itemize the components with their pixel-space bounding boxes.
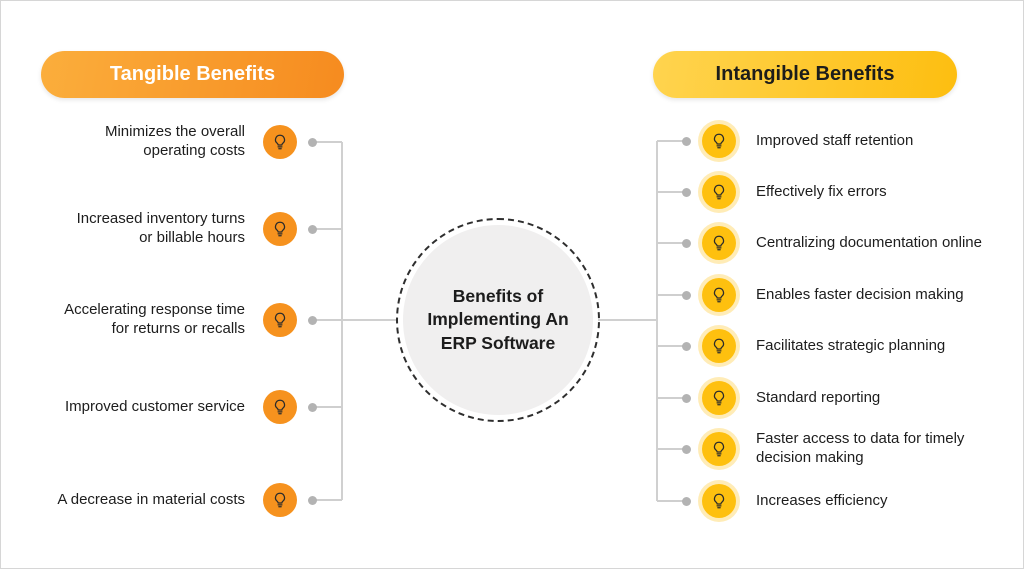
tangible-benefit-row: Accelerating response time for returns o… [41,300,342,340]
connector-segment [657,242,687,244]
lightbulb-icon [702,175,736,209]
tangible-benefits-header: Tangible Benefits [41,51,344,98]
intangible-benefit-row: Centralizing documentation online [657,223,1017,263]
benefit-label: Accelerating response time for returns o… [64,301,245,337]
connector-line [657,496,691,506]
center-title: Benefits of Implementing An ERP Software [427,285,569,353]
benefit-label: Improved customer service [64,397,245,415]
intangible-benefits-header-label: Intangible Benefits [715,63,895,85]
benefit-label: Effectively fix errors [756,182,887,200]
lightbulb-icon [702,278,736,312]
benefit-label: Increases efficiency [756,491,888,509]
benefit-label: Faster access to data for timely decisio… [756,430,965,466]
benefit-label: Improved staff retention [756,131,914,149]
connector-line [308,315,342,325]
lightbulb-icon [263,303,297,337]
connector-dot [682,496,691,506]
connector-line [657,136,691,146]
benefit-label: Facilitates strategic planning [756,336,946,354]
connector-dot [682,136,691,146]
intangible-benefit-row: Standard reporting [657,378,1017,418]
connector-line [657,238,691,248]
benefit-label: Standard reporting [756,388,881,406]
lightbulb-icon [702,226,736,260]
tangible-benefit-row: Minimizes the overall operating costs [41,122,342,162]
lightbulb-icon [702,124,736,158]
connector-segment [312,499,342,501]
tangible-benefit-row: Improved customer service [41,387,342,427]
benefit-label: Enables faster decision making [756,285,964,303]
connector-line [657,187,691,197]
connector-dot [308,315,317,325]
connector-segment [312,228,342,230]
connector-segment [312,141,342,143]
lightbulb-icon [263,483,297,517]
connector-segment [657,448,687,450]
intangible-benefit-row: Improved staff retention [657,121,1017,161]
tangible-benefit-row: Increased inventory turns or billable ho… [41,209,342,249]
connector-dot [682,290,691,300]
benefit-label: A decrease in material costs [57,490,245,508]
connector-line [657,290,691,300]
lightbulb-icon [702,381,736,415]
connector-segment [312,406,342,408]
benefit-label: Centralizing documentation online [756,233,982,251]
connector-dot [308,137,317,147]
connector-segment [657,345,687,347]
lightbulb-icon [702,484,736,518]
left-center-connector [341,319,398,321]
connector-line [308,137,342,147]
connector-line [657,341,691,351]
right-center-connector [598,319,657,321]
benefit-label: Minimizes the overall operating costs [104,123,245,159]
lightbulb-icon [702,329,736,363]
lightbulb-icon [263,390,297,424]
intangible-benefits-header: Intangible Benefits [653,51,957,98]
connector-line [657,393,691,403]
connector-dot [682,341,691,351]
lightbulb-icon [263,212,297,246]
connector-segment [312,319,342,321]
connector-line [308,402,342,412]
connector-segment [657,140,687,142]
connector-dot [308,402,317,412]
connector-dot [682,393,691,403]
tangible-benefit-row: A decrease in material costs [41,480,342,520]
connector-line [308,495,342,505]
benefit-label: Increased inventory turns or billable ho… [76,210,245,246]
connector-segment [657,294,687,296]
left-vertical-connector [341,142,343,500]
connector-dot [682,238,691,248]
connector-segment [657,191,687,193]
connector-dot [682,444,691,454]
lightbulb-icon [702,432,736,466]
center-circle: Benefits of Implementing An ERP Software [396,218,600,422]
intangible-benefit-row: Facilitates strategic planning [657,326,1017,366]
connector-dot [682,187,691,197]
intangible-benefit-row: Faster access to data for timely decisio… [657,429,1017,469]
connector-line [308,224,342,234]
connector-segment [657,397,687,399]
connector-dot [308,495,317,505]
intangible-benefit-row: Increases efficiency [657,481,1017,521]
connector-line [657,444,691,454]
right-vertical-connector [656,141,658,501]
connector-segment [657,500,687,502]
lightbulb-icon [263,125,297,159]
connector-dot [308,224,317,234]
intangible-benefit-row: Enables faster decision making [657,275,1017,315]
intangible-benefit-row: Effectively fix errors [657,172,1017,212]
center-circle-fill: Benefits of Implementing An ERP Software [403,225,593,415]
tangible-benefits-header-label: Tangible Benefits [109,63,276,85]
